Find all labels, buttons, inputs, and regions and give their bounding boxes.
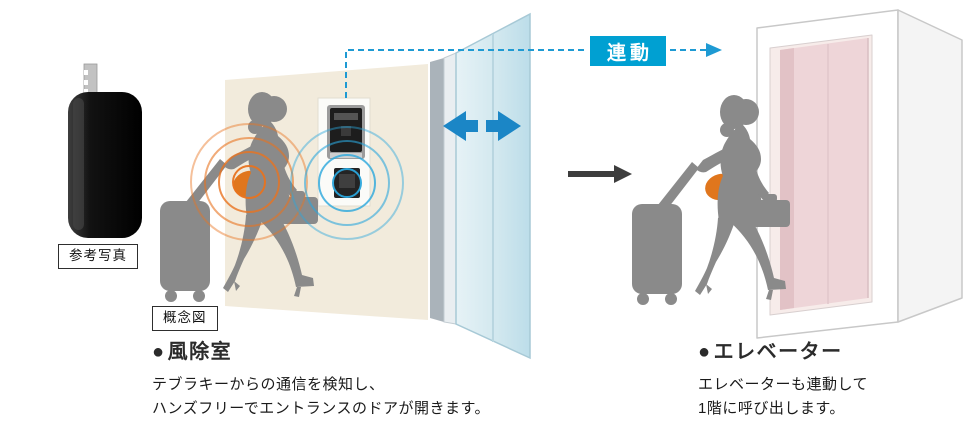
concept-diagram-caption: 概念図 (152, 306, 218, 331)
vestibule-description-line: ハンズフリーでエントランスのドアが開きます。 (152, 400, 491, 417)
scene-transition-arrow (568, 165, 632, 183)
vestibule-scene (225, 12, 531, 360)
vestibule-description-line: テブラキーからの通信を検知し、 (152, 376, 385, 393)
link-arrowhead-icon (706, 43, 722, 57)
vestibule-heading: ●風除室 (152, 340, 490, 364)
elevator-door-panel (780, 38, 868, 310)
link-dashed-line (345, 49, 706, 98)
door-open-arrows-icon (443, 111, 521, 141)
reference-photo-caption: 参考写真 (58, 244, 138, 269)
bullet-icon: ● (152, 341, 166, 363)
elevator-description: エレベーターも連動して 1階に呼び出します。 (698, 373, 868, 421)
elevator-heading: ●エレベーター (698, 340, 868, 364)
elevator-section: ●エレベーター エレベーターも連動して 1階に呼び出します。 (698, 340, 868, 421)
reader-signal-waves (290, 126, 404, 240)
elevator-description-line: エレベーターも連動して (698, 376, 869, 393)
elevator-title: エレベーター (713, 341, 843, 363)
bullet-icon: ● (698, 341, 712, 363)
intercom-panel (317, 97, 371, 207)
vestibule-section: ●風除室 テブラキーからの通信を検知し、 ハンズフリーでエントランスのドアが開き… (152, 340, 490, 421)
door-frame-post (430, 58, 444, 322)
link-badge: 連動 (590, 36, 666, 66)
elevator-scene (756, 9, 963, 339)
key-signal-waves (190, 123, 308, 241)
key-fob-illustration (68, 63, 142, 238)
elevator-description-line: 1階に呼び出します。 (698, 400, 845, 417)
door-frame-column (443, 52, 457, 325)
elevator-side-wall (897, 9, 963, 323)
key-fob-body (68, 92, 142, 238)
vestibule-description: テブラキーからの通信を検知し、 ハンズフリーでエントランスのドアが開きます。 (152, 373, 490, 421)
vestibule-title: 風除室 (167, 341, 233, 363)
